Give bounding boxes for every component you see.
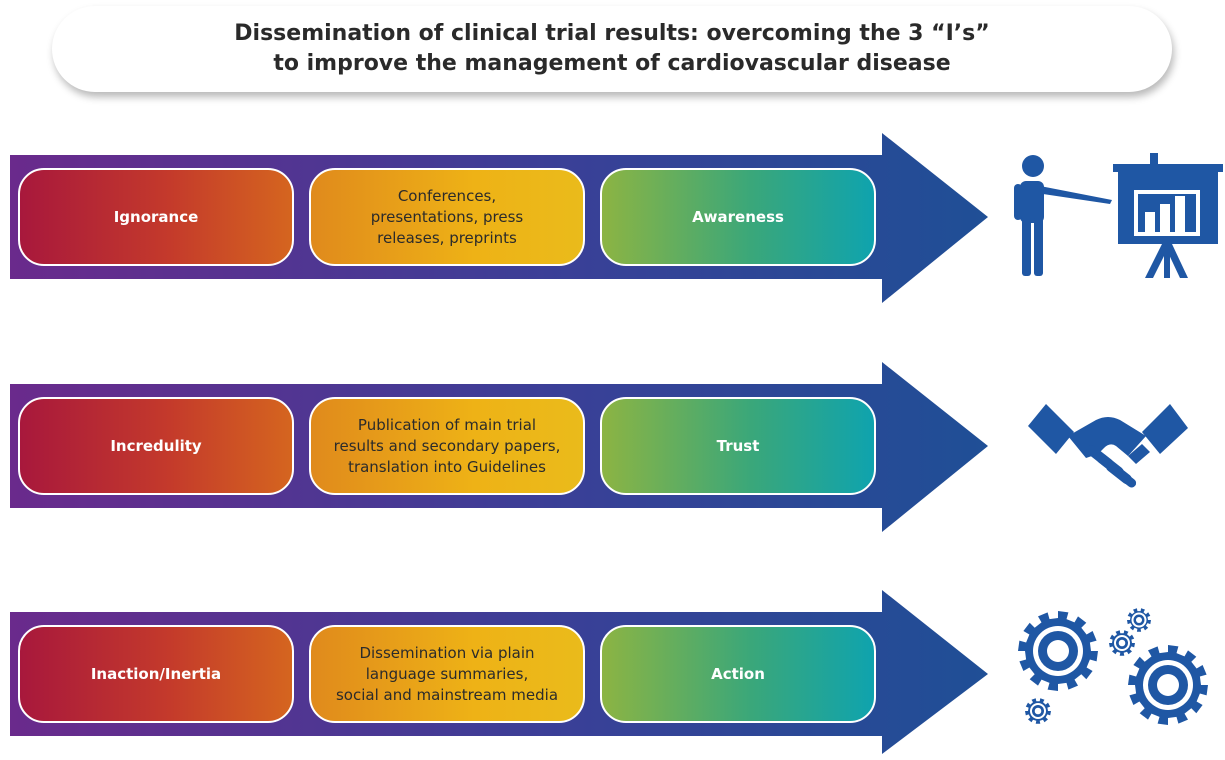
barrier-label: Incredulity [110,437,202,455]
gear-hole [1135,616,1143,624]
barrier-label: Ignorance [113,208,199,226]
means-line: social and mainstream media [335,685,559,704]
means-pill: Publication of main trial results and se… [309,397,585,495]
outcome-label: Trust [716,437,760,455]
title-banner: Dissemination of clinical trial results:… [52,6,1172,92]
means-line: releases, preprints [377,228,517,247]
means-line: presentations, press [370,207,524,226]
means-line: Dissemination via plain [359,643,535,662]
means-line: Conferences, [397,186,497,205]
gear-hole [1034,707,1042,715]
outcome-pill: Action [600,625,876,723]
means-pill: Dissemination via plain language summari… [309,625,585,723]
barrier-pill: Inaction/Inertia [18,625,294,723]
presenter-chart-icon [1014,153,1223,278]
row-ignorance: Ignorance Conferences, presentations, pr… [10,133,990,303]
means-line: translation into Guidelines [348,457,546,476]
barrier-pill: Ignorance [18,168,294,266]
barrier-pill: Incredulity [18,397,294,495]
means-line: Publication of main trial [357,415,537,434]
outcome-pill: Trust [600,397,876,495]
gear-hole [1118,639,1126,647]
gears-icon [1018,608,1208,725]
title-line-1: Dissemination of clinical trial results:… [234,21,990,46]
title-line-2: to improve the management of cardiovascu… [273,51,951,76]
outcome-label: Action [711,665,765,683]
means-line: results and secondary papers, [333,436,561,455]
means-line: language summaries, [365,664,529,683]
gear-hole [1047,640,1069,662]
barrier-label: Inaction/Inertia [90,665,222,683]
outcome-label: Awareness [692,208,784,226]
gear-hole [1157,674,1179,696]
handshake-icon [1028,404,1188,488]
outcome-pill: Awareness [600,168,876,266]
row-inaction: Inaction/Inertia Dissemination via plain… [10,590,990,760]
row-incredulity: Incredulity Publication of main trial re… [10,362,990,532]
means-pill: Conferences, presentations, press releas… [309,168,585,266]
